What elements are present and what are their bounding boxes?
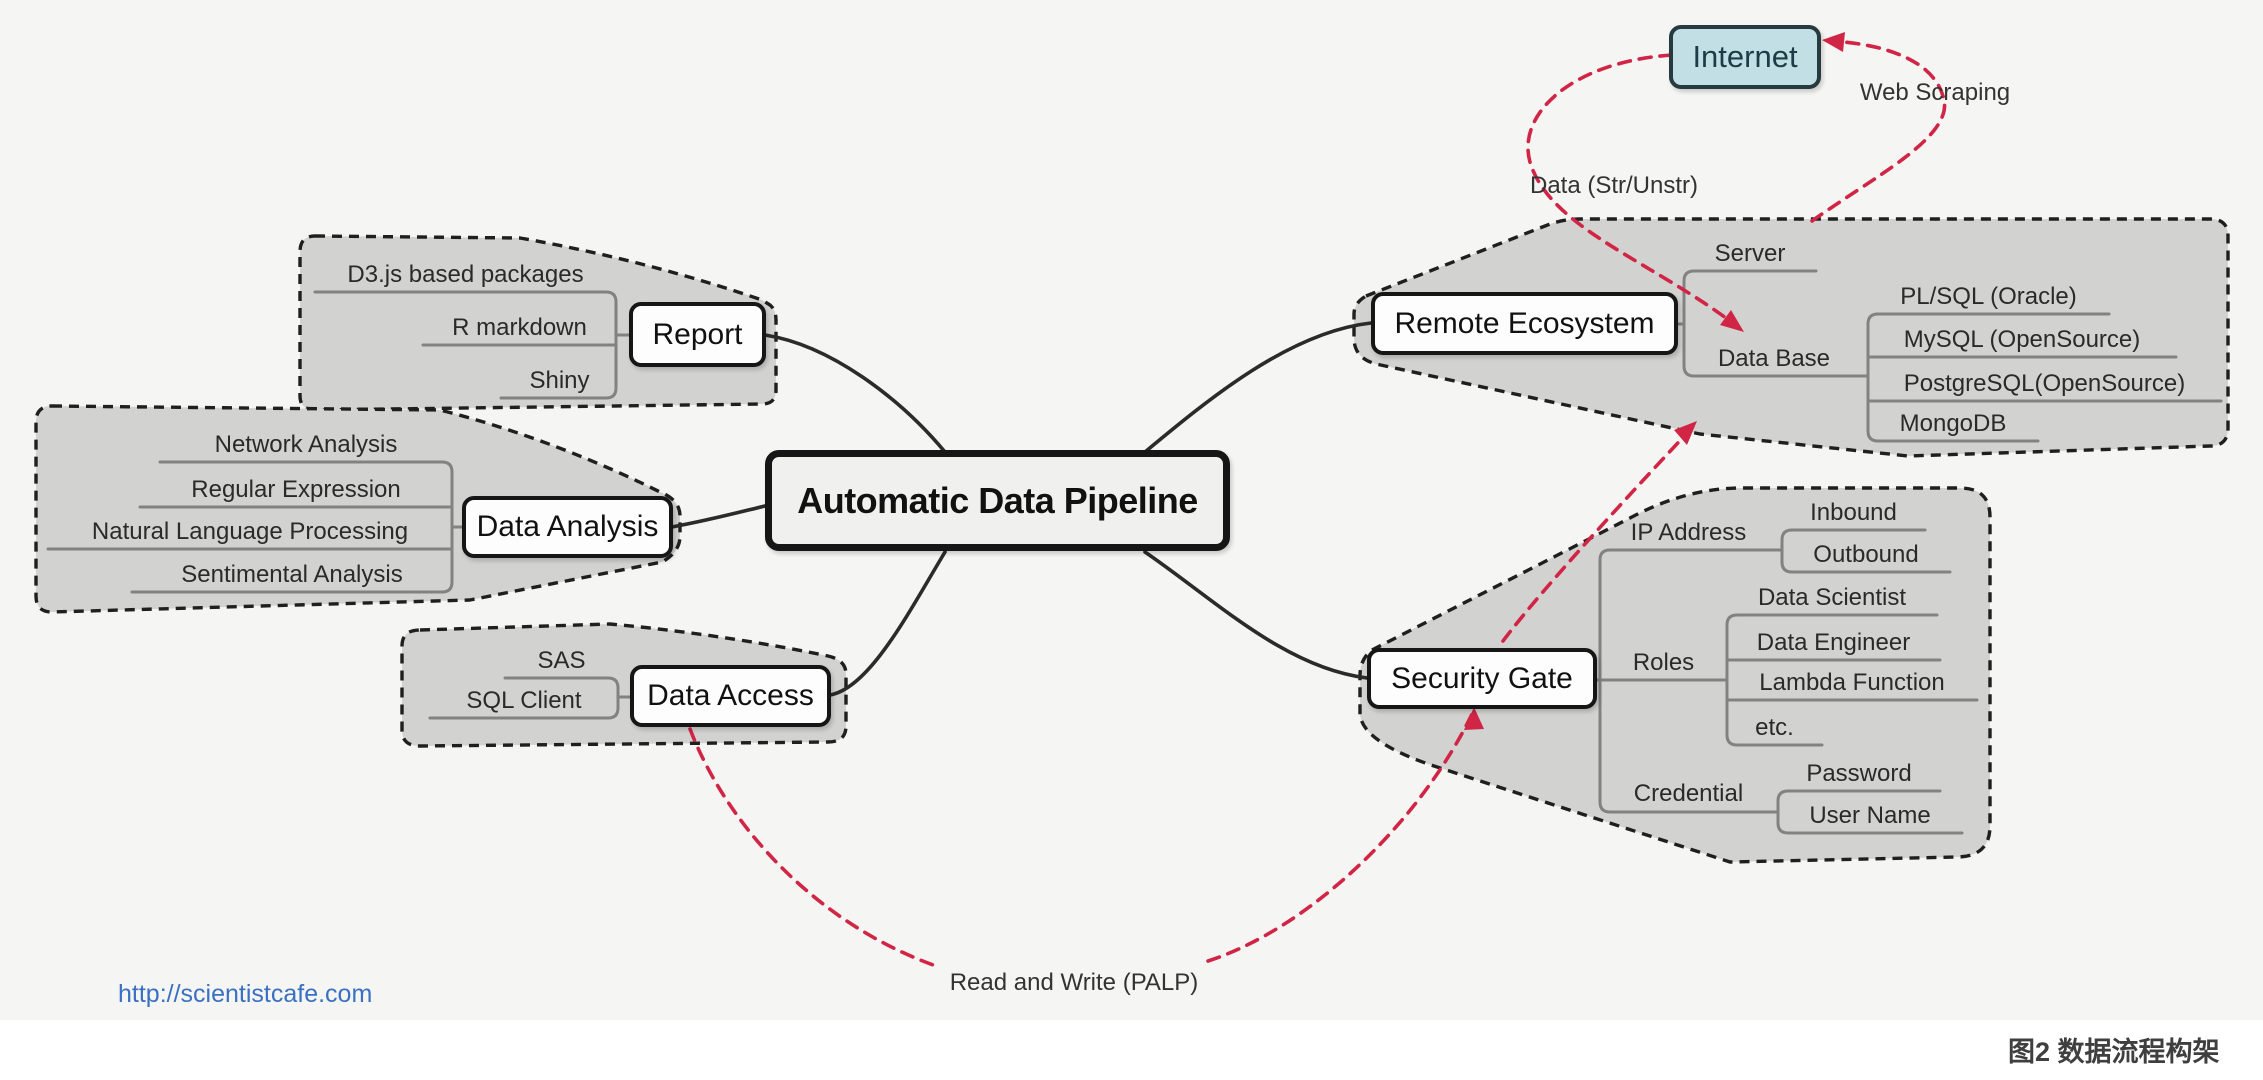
data-access-lines bbox=[428, 676, 632, 720]
data-str-unstr-curve bbox=[1526, 53, 1736, 326]
arrowhead-security-gate bbox=[1464, 707, 1484, 730]
leaf-shiny: Shiny bbox=[529, 367, 590, 394]
red-arrowheads bbox=[1464, 32, 1845, 730]
arrowhead-database bbox=[1720, 310, 1744, 332]
leaf-data-base: Data Base bbox=[1717, 345, 1831, 372]
arrowhead-remote-blob bbox=[1674, 421, 1697, 445]
leaf-etc: etc. bbox=[1755, 714, 1794, 741]
central-node-label: Automatic Data Pipeline bbox=[797, 479, 1198, 521]
leaf-ip-address: IP Address bbox=[1630, 519, 1747, 546]
leaf-r-markdown: R markdown bbox=[452, 314, 587, 341]
security-credential-lines bbox=[1775, 789, 1964, 835]
curve-center-report bbox=[763, 333, 947, 454]
data-analysis-node-label: Data Analysis bbox=[476, 510, 659, 543]
figure-caption: 图2 数据流程构架 bbox=[2008, 1037, 2220, 1067]
security-to-remote-curve bbox=[1501, 428, 1692, 643]
leaf-credential: Credential bbox=[1633, 780, 1744, 807]
leaf-regular-expression: Regular Expression bbox=[191, 476, 401, 503]
remote-parent-lines bbox=[1676, 269, 1866, 378]
security-gate-node-label: Security Gate bbox=[1391, 661, 1573, 695]
security-parent-lines bbox=[1595, 548, 1779, 814]
arrowhead-internet bbox=[1822, 32, 1845, 52]
report-node: Report bbox=[629, 302, 766, 367]
read-and-write-palp-label: Read and Write (PALP) bbox=[949, 969, 1199, 996]
report-lines bbox=[313, 290, 631, 400]
leaf-sql-client: SQL Client bbox=[466, 687, 582, 714]
remote-ecosystem-blob bbox=[1352, 217, 2230, 458]
leaf-mysql-opensource: MySQL (OpenSource) bbox=[1903, 326, 2141, 353]
internet-node: Internet bbox=[1669, 25, 1821, 89]
scientistcafe-link[interactable]: http://scientistcafe.com bbox=[118, 980, 373, 1008]
security-gate-blob bbox=[1358, 486, 1992, 864]
leaf-sas: SAS bbox=[537, 647, 586, 674]
data-analysis-lines bbox=[46, 460, 464, 594]
leaf-inbound: Inbound bbox=[1810, 499, 1897, 526]
security-gate-node: Security Gate bbox=[1367, 648, 1597, 709]
central-node-automatic-data-pipeline: Automatic Data Pipeline bbox=[765, 450, 1230, 551]
remote-ecosystem-node: Remote Ecosystem bbox=[1371, 292, 1678, 355]
bottom-white-strip bbox=[0, 1020, 2263, 1080]
leaf-network-analysis: Network Analysis bbox=[214, 431, 398, 458]
curve-center-data-analysis bbox=[670, 504, 767, 529]
curve-center-security-gate bbox=[1143, 550, 1369, 680]
security-ip-lines bbox=[1775, 528, 1952, 574]
leaf-sentimental-analysis: Sentimental Analysis bbox=[181, 561, 403, 588]
read-write-curve-right bbox=[1206, 712, 1474, 963]
branch-blobs bbox=[34, 217, 2230, 864]
web-scraping-curve bbox=[1810, 39, 1947, 223]
internet-node-label: Internet bbox=[1692, 39, 1798, 74]
leaf-roles: Roles bbox=[1632, 649, 1695, 676]
branch-curves bbox=[670, 321, 1373, 697]
red-flow-arrows bbox=[688, 39, 1947, 968]
report-node-label: Report bbox=[652, 317, 743, 351]
leaf-server: Server bbox=[1714, 240, 1786, 267]
leaf-outbound: Outbound bbox=[1813, 541, 1919, 568]
remote-database-lines bbox=[1862, 312, 2223, 443]
remote-ecosystem-node-label: Remote Ecosystem bbox=[1394, 306, 1655, 340]
data-str-unstr-label: Data (Str/Unstr) bbox=[1529, 172, 1699, 199]
leaf-plsql-oracle: PL/SQL (Oracle) bbox=[1900, 283, 2077, 310]
read-write-curve-left bbox=[688, 727, 938, 968]
leaf-postgresql-opensource: PostgreSQL(OpenSource) bbox=[1903, 370, 2186, 397]
data-analysis-node: Data Analysis bbox=[462, 496, 673, 558]
leaf-password: Password bbox=[1806, 760, 1912, 787]
leaf-data-scientist: Data Scientist bbox=[1757, 584, 1907, 611]
curve-center-remote-ecosystem bbox=[1143, 321, 1373, 454]
connector-lines bbox=[46, 269, 2223, 835]
leaf-mongodb: MongoDB bbox=[1899, 410, 2007, 437]
leaf-user-name: User Name bbox=[1809, 802, 1931, 829]
web-scraping-label: Web Scraping bbox=[1859, 79, 2011, 106]
curve-center-data-access bbox=[828, 550, 947, 697]
data-access-node: Data Access bbox=[630, 665, 831, 727]
leaf-data-engineer: Data Engineer bbox=[1756, 629, 1911, 656]
leaf-lambda-function: Lambda Function bbox=[1759, 669, 1945, 696]
leaf-natural-language-processing: Natural Language Processing bbox=[91, 518, 409, 545]
security-roles-lines bbox=[1725, 613, 1979, 747]
data-access-node-label: Data Access bbox=[647, 679, 814, 712]
leaf-d3js-based-packages: D3.js based packages bbox=[347, 261, 584, 288]
data-analysis-blob bbox=[34, 404, 682, 614]
